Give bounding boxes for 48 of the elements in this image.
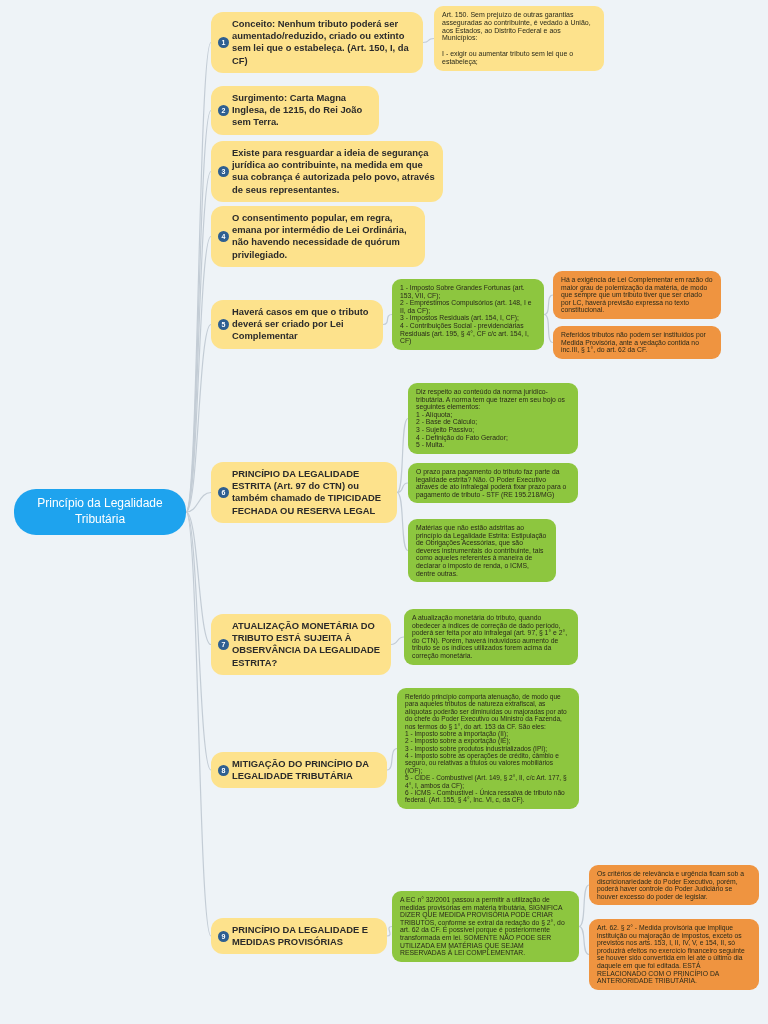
- note-box: [434, 6, 604, 71]
- note-box: [553, 326, 721, 359]
- connector-line: [578, 884, 590, 928]
- note-box: [392, 891, 579, 962]
- topic-text: Haverá casos em que o tributo deverá ser criado por Lei Complementar: [232, 306, 370, 343]
- topic-box: [211, 300, 383, 349]
- topic-text: O consentimento popular, em regra, emana por intermédio de Lei Ordinária, não havendo necessidade de quórum privilegiado.: [232, 212, 408, 261]
- connector-line: [386, 747, 398, 771]
- topic-box: [211, 206, 425, 267]
- note-box: [397, 688, 579, 809]
- topic-text: PRINCÍPIO DA LEGALIDADE ESTRITA (Art. 97 do CTN) ou também chamado de TIPICIDADE FECHADA OU RESERVA LEGAL: [232, 468, 382, 517]
- topic-box: [211, 141, 443, 202]
- note-box: [553, 271, 721, 320]
- connector-line: [578, 925, 590, 956]
- connector-line: [390, 636, 405, 646]
- topic-box: [211, 462, 397, 523]
- central-topic-box: [14, 489, 186, 535]
- topic-text: Existe para resguardar a ideia de segurança jurídica ao contribuinte, na medida em que sua cobrança é autorizada pelo povo, através de seus representantes.: [232, 147, 435, 196]
- topic-text: MITIGAÇÃO DO PRINCÍPIO DA LEGALIDADE TRIBUTÁRIA: [232, 758, 370, 783]
- connector-line: [185, 511, 212, 646]
- topic-text: Surgimento: Carta Magna Inglesa, de 1215, do Rei João sem Terra.: [232, 92, 364, 129]
- connector-line: [396, 417, 409, 494]
- connector-line: [185, 511, 212, 937]
- note-box: [404, 609, 578, 665]
- topic-box: [211, 614, 391, 675]
- note-box: [589, 865, 759, 906]
- note-box: [408, 463, 578, 504]
- central-topic-text: Princípio da Legalidade Tributária: [36, 496, 164, 528]
- note-box: [589, 919, 759, 990]
- topic-box: [211, 86, 379, 135]
- topic-box: [211, 12, 423, 73]
- connector-line: [422, 37, 435, 44]
- connector-line: [382, 313, 393, 326]
- topic-text: ATUALIZAÇÃO MONETÁRIA DO TRIBUTO ESTÁ SUJEITA À OBSERVÂNCIA DA LEGALIDADE ESTRITA?: [232, 620, 382, 669]
- connector-line: [185, 491, 212, 513]
- note-box: [408, 383, 578, 454]
- topic-text: PRINCÍPIO DA LEGALIDADE E MEDIDAS PROVISÓRIAS: [232, 924, 370, 949]
- note-box: [408, 519, 556, 583]
- topic-box: [211, 752, 387, 789]
- connector-line: [185, 323, 212, 513]
- topic-box: [211, 918, 387, 955]
- connector-line: [386, 925, 393, 937]
- connector-line: [543, 313, 554, 344]
- connector-line: [396, 482, 409, 494]
- note-box: [392, 279, 544, 350]
- connector-line: [543, 294, 554, 316]
- connector-line: [396, 491, 409, 552]
- topic-text: Conceito: Nenhum tributo poderá ser aumentado/reduzido, criado ou extinto sem lei que o estabeleça. (Art. 150, I, da CF): [232, 18, 410, 67]
